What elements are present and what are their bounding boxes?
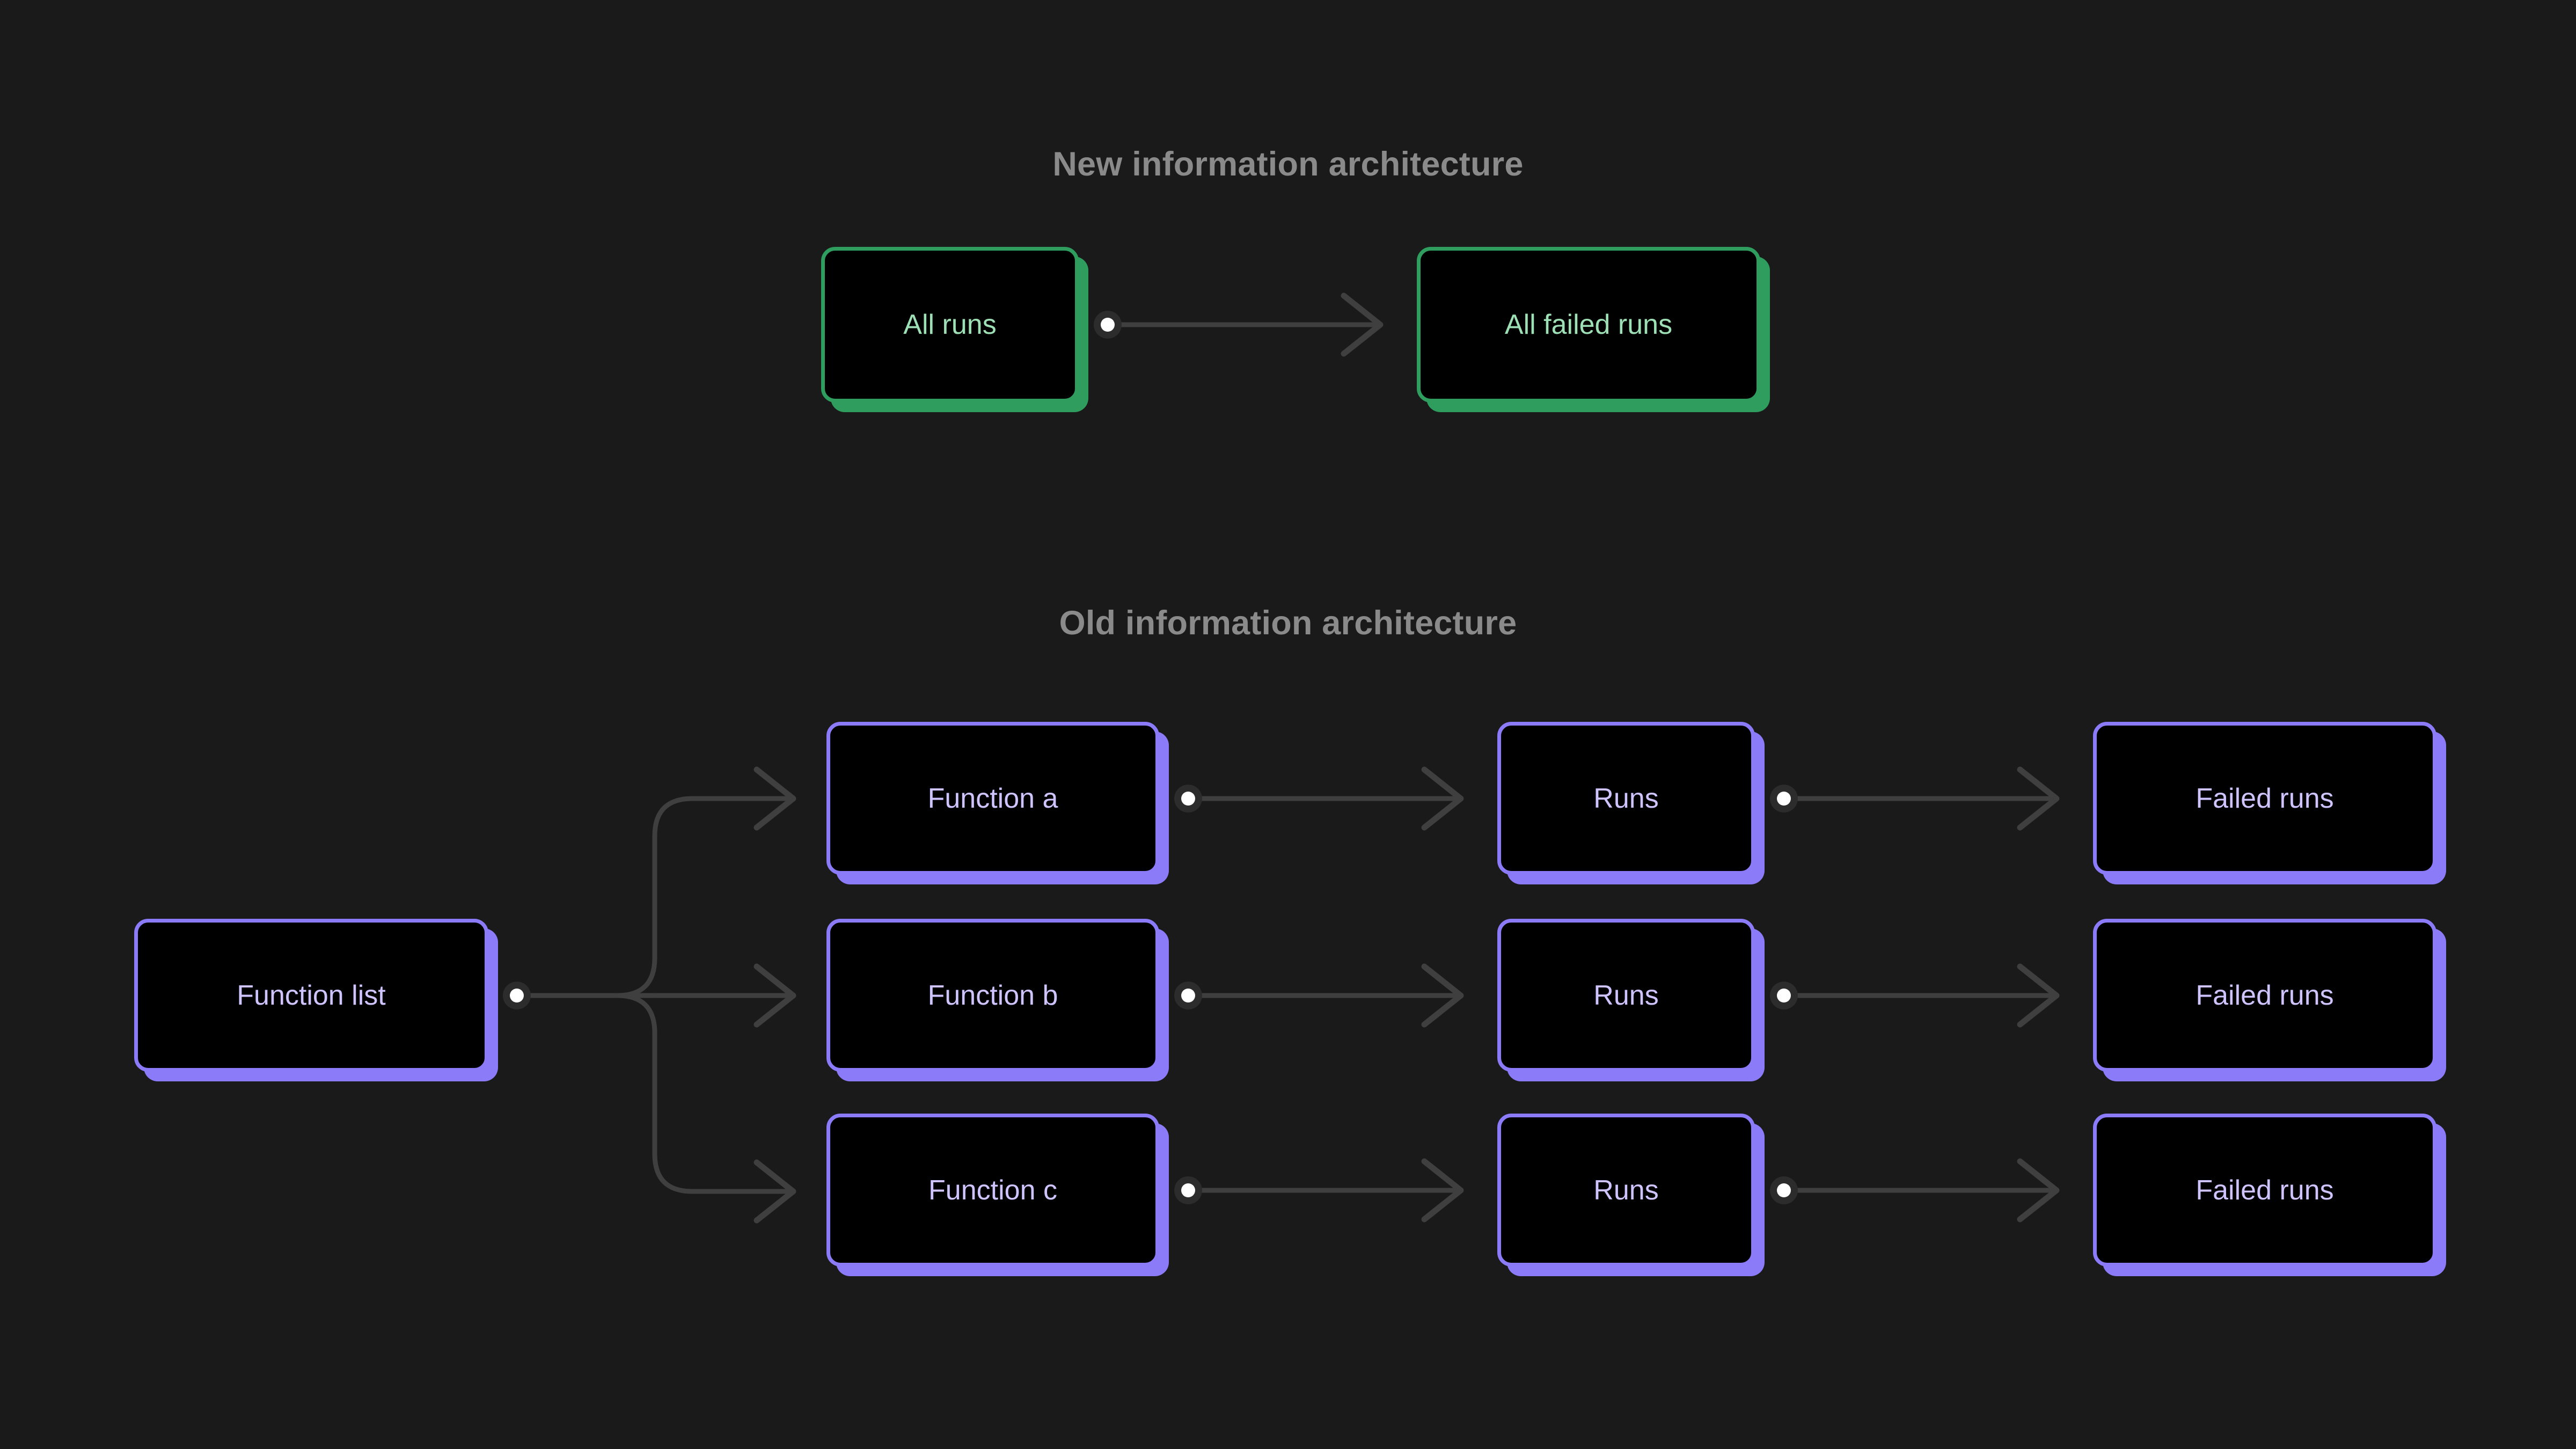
node-label: Runs [1593, 1174, 1659, 1206]
node-label: Runs [1593, 782, 1659, 814]
node-card: Failed runs [2093, 722, 2436, 875]
node-card: Function b [826, 919, 1159, 1072]
node-failed-runs-b[interactable]: Failed runs [2093, 919, 2446, 1081]
node-label: Failed runs [2196, 979, 2334, 1011]
node-runs-b[interactable]: Runs [1497, 919, 1765, 1081]
node-label: All failed runs [1504, 309, 1673, 340]
node-failed-runs-a[interactable]: Failed runs [2093, 722, 2446, 884]
node-card: Runs [1497, 1114, 1755, 1267]
node-label: Function list [237, 979, 386, 1011]
edge-function-a-to-runs-a [1174, 766, 1464, 831]
node-card: Failed runs [2093, 919, 2436, 1072]
node-function-list[interactable]: Function list [134, 919, 498, 1081]
node-label: Function c [928, 1174, 1057, 1206]
edge-runs-a-to-failed-runs-a [1770, 766, 2060, 831]
node-function-b[interactable]: Function b [826, 919, 1169, 1081]
edge-all-runs-to-all-failed-runs [1094, 292, 1384, 357]
node-card: All runs [821, 247, 1079, 402]
edge-runs-c-to-failed-runs-c [1770, 1158, 2060, 1223]
edge-function-list-branch [503, 766, 796, 1224]
node-label: Function b [927, 979, 1058, 1011]
node-function-c[interactable]: Function c [826, 1114, 1169, 1276]
node-label: Function a [927, 782, 1058, 814]
node-runs-a[interactable]: Runs [1497, 722, 1765, 884]
section-title-new-ia: New information architecture [1052, 145, 1524, 183]
node-card: Function list [134, 919, 488, 1072]
node-card: Function a [826, 722, 1159, 875]
node-all-failed-runs[interactable]: All failed runs [1417, 247, 1770, 412]
edge-runs-b-to-failed-runs-b [1770, 963, 2060, 1028]
node-card: Function c [826, 1114, 1159, 1267]
node-failed-runs-c[interactable]: Failed runs [2093, 1114, 2446, 1276]
node-card: Runs [1497, 722, 1755, 875]
node-card: Runs [1497, 919, 1755, 1072]
edge-function-c-to-runs-c [1174, 1158, 1464, 1223]
node-runs-c[interactable]: Runs [1497, 1114, 1765, 1276]
section-title-old-ia: Old information architecture [1059, 604, 1517, 642]
node-card: All failed runs [1417, 247, 1760, 402]
node-label: All runs [903, 309, 997, 340]
node-all-runs[interactable]: All runs [821, 247, 1088, 412]
node-label: Runs [1593, 979, 1659, 1011]
edge-function-b-to-runs-b [1174, 963, 1464, 1028]
node-function-a[interactable]: Function a [826, 722, 1169, 884]
node-label: Failed runs [2196, 1174, 2334, 1206]
node-card: Failed runs [2093, 1114, 2436, 1267]
node-label: Failed runs [2196, 782, 2334, 814]
